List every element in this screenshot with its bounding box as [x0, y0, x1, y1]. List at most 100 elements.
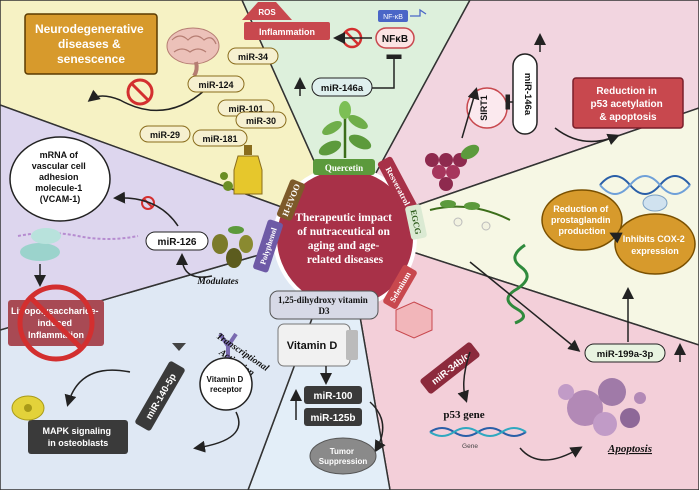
center-title-line4: related diseases [307, 254, 384, 266]
vcam1-line5: (VCAM-1) [40, 194, 81, 204]
svg-text:Reduction of prostagland: Reduction of prostaglandin production [551, 204, 613, 236]
egcg-plant-icon [429, 200, 511, 231]
mir126-text: miR-126 [158, 237, 197, 248]
mapk-box: MAPK signaling in osteoblasts [28, 420, 128, 454]
top-left-mirna-group: miR-34 miR-124 miR-101 miR-29 miR-181 mi… [139, 47, 287, 147]
tumor-suppression-node: Tumor Suppression [309, 437, 377, 475]
mirna-box-mir-124 [187, 75, 245, 93]
mirna-box-mir-181 [192, 129, 248, 147]
arrow-cox2-to-prostaglandin [609, 232, 623, 244]
sirt1-text: SIRT1 [479, 95, 489, 121]
receptor-line2: receptor [210, 385, 242, 394]
mirna-mir-181: miR-181 [202, 134, 237, 144]
mirna-mir-29: miR-29 [150, 130, 180, 140]
neurodegenerative-box: Neurodegenerative diseases & senescence [24, 13, 158, 75]
inhibition-sign-4 [17, 284, 95, 362]
quercetin-text: Quercetin [325, 163, 363, 173]
grapes-icon [425, 144, 480, 191]
dna-arrow-icon [410, 8, 427, 17]
arrow-to-p53-reduction [554, 127, 620, 145]
mir146a-top-box: miR-146a [311, 77, 373, 97]
arrow-receptor-to-mir140 [193, 411, 240, 453]
p53-reduction-line3: & apoptosis [599, 112, 657, 123]
p53-gene-text: p53 gene [443, 409, 484, 421]
mirna-mir-101: miR-101 [228, 104, 263, 114]
neurodegenerative-line2: diseases & [58, 37, 121, 51]
ros-text: ROS [258, 8, 276, 17]
vitamin-d-text: Vitamin D [287, 340, 338, 352]
plant-icon [318, 101, 372, 158]
svg-text:Inhibits COX-2 expressio: Inhibits COX-2 expression [623, 234, 688, 256]
arrow-mir140-to-mapk [64, 369, 131, 407]
svg-text:Vitamin D receptor: Vitamin D receptor [207, 375, 246, 394]
receptor-icon [218, 332, 238, 358]
mir146a-top-text: miR-146a [321, 83, 364, 94]
mirna-box-mir-29 [139, 125, 191, 143]
mir146a-right-box: miR-146a [512, 53, 538, 135]
mirna-mir-124: miR-124 [198, 80, 233, 90]
mirna-box-mir-34 [227, 47, 279, 65]
mir100-box: miR-100 [304, 386, 362, 404]
arrow-modulates [176, 253, 213, 278]
vitamin-d-source-line2: D3 [319, 306, 330, 316]
olive-oil-bottle-icon [220, 145, 263, 195]
ribosome-icon [20, 228, 61, 261]
neurodegenerative-line3: senescence [57, 52, 125, 66]
svg-text:Reduction in p53 acetyla: Reduction in p53 acetylation & apoptosis [590, 86, 665, 123]
vcam1-line2: vascular cell [32, 161, 86, 171]
mir125b-text: miR-125b [310, 413, 355, 424]
selenium-crystal-icon [395, 301, 433, 339]
inhibition-sign-3 [141, 196, 155, 210]
svg-text:Therapeutic impact of nutr: Therapeutic impact of nutraceutical on a… [295, 212, 395, 266]
vitd-receptor-node: Vitamin D receptor [199, 357, 253, 411]
vitamin-d-source-line1: 1,25-dihydroxy vitamin [278, 295, 368, 305]
osteoblast-icon [11, 395, 45, 421]
enzyme-icon [642, 194, 668, 212]
lps-line1: Lipopolysaccharide- [11, 306, 99, 316]
vitamin-d-source-label: 1,25-dihydroxy vitamin D3 [269, 290, 379, 320]
tumor-suppression-line2: Suppression [319, 457, 368, 466]
cox2-line2: expression [631, 246, 679, 256]
dna-helix-icon [599, 175, 691, 195]
inhibition-sign-1 [126, 78, 154, 106]
mirna-mir-30: miR-30 [246, 116, 276, 126]
svg-text:MAPK signaling in osteob: MAPK signaling in osteoblasts [42, 426, 113, 448]
mirna-mir-34: miR-34 [238, 52, 268, 62]
neurodegenerative-line1: Neurodegenerative [35, 22, 144, 36]
mirna-box-mir-30 [235, 111, 287, 129]
mapk-line2: in osteoblasts [48, 438, 109, 448]
cox2-node: Inhibits COX-2 expression [614, 213, 696, 275]
brain-icon [166, 27, 220, 78]
mir199a-box: miR-199a-3p [584, 343, 666, 363]
squiggle-icon [506, 243, 529, 325]
nfkb-tag: NF-κB [378, 10, 408, 22]
vcam1-line3: adhesion [39, 172, 79, 182]
nfkb-text: NFκB [382, 34, 408, 45]
arrow-egcg-to-mir199a [469, 261, 581, 352]
svg-text:Tumor Suppression: Tumor Suppression [319, 447, 368, 466]
p53-reduction-line1: Reduction in [596, 86, 657, 97]
cox2-line1: Inhibits COX-2 [623, 234, 685, 244]
tumor-suppression-line1: Tumor [330, 447, 354, 456]
inflammation-box: Inflammation [244, 22, 330, 40]
nfkb-tag-text: NF-κB [383, 14, 403, 21]
apoptosis-cells-icon [558, 378, 646, 436]
center-title-line1: Therapeutic impact [295, 212, 392, 224]
mapk-line1: MAPK signaling [42, 426, 111, 436]
prostaglandin-line3: production [559, 226, 606, 236]
inflammation-text: Inflammation [259, 27, 315, 37]
mir146a-right-text: miR-146a [522, 73, 533, 116]
svg-text:Neurodegenerative diseas: Neurodegenerative diseases & senescence [35, 22, 147, 66]
ligand-triangle-icon [172, 343, 186, 351]
lps-line3: Inflammation [28, 330, 84, 340]
svg-text:1,25-dihydroxy vitamin D: 1,25-dihydroxy vitamin D3 [278, 295, 370, 316]
vcam1-node: mRNA of vascular cell adhesion molecule-… [9, 136, 111, 222]
prostaglandin-node: Reduction of prostaglandin production [541, 189, 623, 251]
ros-badge: ROS [242, 2, 292, 20]
vitamin-d-bottle-icon: Vitamin D [277, 323, 358, 367]
modulates-text: Modulates [196, 277, 238, 287]
svg-text:mRNA of vascular cell: mRNA of vascular cell adhesion molecule-… [32, 150, 89, 204]
arrow-gene-to-apoptosis [519, 446, 583, 461]
